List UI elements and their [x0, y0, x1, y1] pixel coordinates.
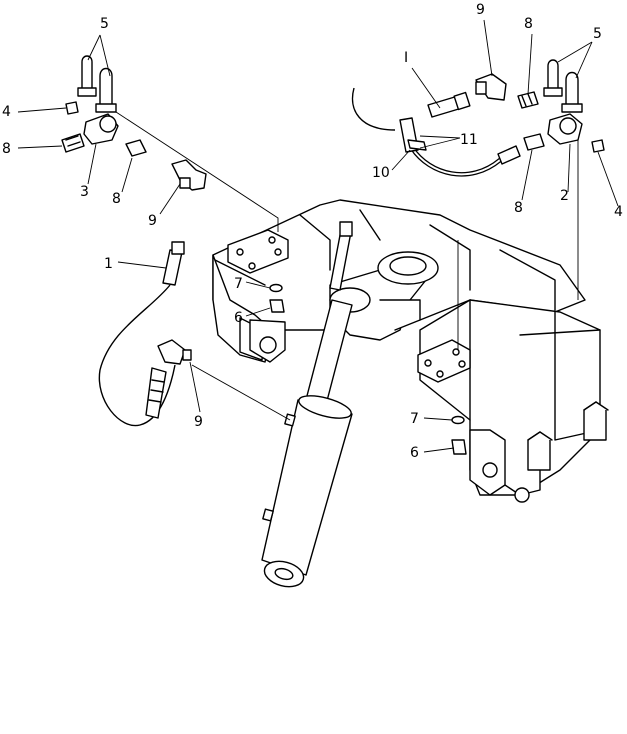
callout-label: 6 [234, 310, 243, 326]
callout-label: 3 [80, 184, 89, 200]
callout-label: 7 [234, 276, 243, 292]
callout-label: I [404, 50, 408, 66]
callout-label: 8 [524, 16, 533, 32]
reference-lines [115, 111, 579, 421]
callout-label: 7 [410, 411, 419, 427]
right-hose-assembly [399, 91, 521, 177]
callout-label: 5 [100, 16, 109, 32]
callout-label: 1 [104, 256, 113, 272]
callout-labels: 5 4 8 3 8 9 1 7 6 9 9 8 5 I 11 10 8 2 4 … [2, 2, 623, 461]
callout-label: 5 [593, 26, 602, 42]
callout-label: 9 [148, 213, 157, 229]
left-mounting-plate [227, 229, 289, 274]
callout-label: 6 [410, 445, 419, 461]
callout-label: 11 [460, 132, 478, 148]
callout-label: 10 [372, 165, 390, 181]
pivot-arm [329, 251, 439, 341]
right-small-parts [475, 59, 605, 153]
callout-label: 8 [2, 141, 11, 157]
right-mounting-plate [417, 339, 471, 383]
left-hose-assembly [98, 241, 192, 427]
callout-label: 4 [2, 104, 11, 120]
left-small-parts [61, 55, 207, 191]
mounting-hardware [269, 283, 467, 455]
callout-label: 9 [476, 2, 485, 18]
callout-label: 8 [112, 191, 121, 207]
callout-label: 4 [614, 204, 623, 220]
callout-label: 9 [194, 414, 203, 430]
callout-label: 2 [560, 188, 569, 204]
callout-leaders [17, 19, 619, 453]
cylinder-upper-hose [329, 87, 396, 291]
callout-label: 8 [514, 200, 523, 216]
